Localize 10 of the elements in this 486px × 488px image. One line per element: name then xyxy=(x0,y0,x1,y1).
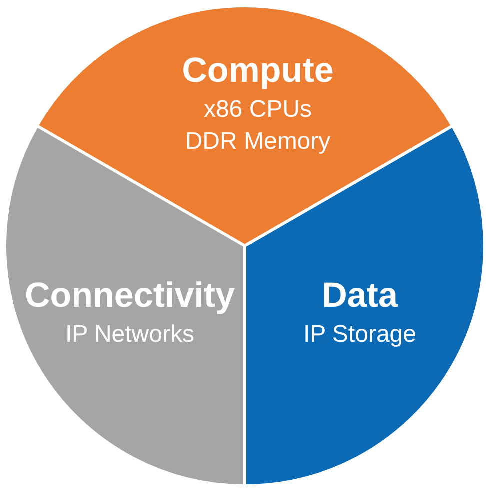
pie-segment xyxy=(37,6,453,246)
segment-title: Data xyxy=(322,275,398,317)
segment-title: Compute xyxy=(182,50,334,92)
segment-label: IP Storage xyxy=(304,320,416,350)
segment-label: DDR Memory xyxy=(185,127,331,157)
pie-segment xyxy=(245,126,485,486)
segment-label: x86 CPUs xyxy=(204,95,312,125)
segment-label: IP Networks xyxy=(66,320,194,350)
pie-segment xyxy=(5,126,245,486)
segment-title: Connectivity xyxy=(24,275,236,317)
